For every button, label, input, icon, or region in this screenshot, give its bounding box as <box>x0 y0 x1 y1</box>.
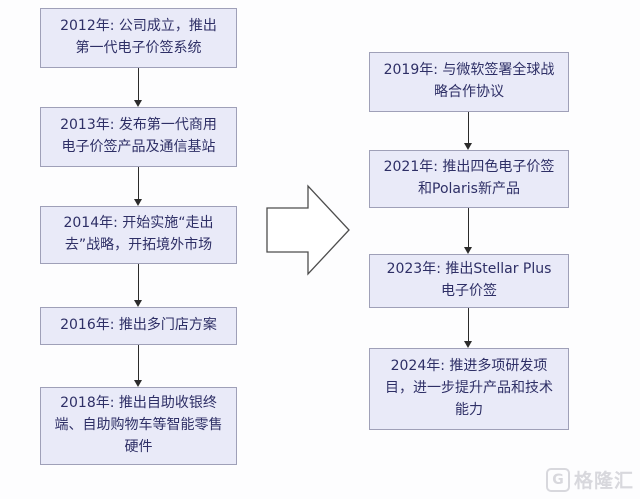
connector-line <box>138 68 139 102</box>
connector-line <box>468 308 469 343</box>
milestone-2012-label: 2012年: 公司成立，推出第一代电子价签系统 <box>60 18 217 56</box>
down-arrowhead-icon <box>134 300 142 307</box>
milestone-box-2016: 2016年: 推出多门店方案 <box>40 307 237 345</box>
milestone-2019-label: 2019年: 与微软签署全球战略合作协议 <box>383 62 555 100</box>
down-arrow-connector-2012-2013 <box>132 68 145 107</box>
milestone-2013-label: 2013年: 发布第一代商用电子价签产品及通信基站 <box>60 117 217 155</box>
milestone-box-2013: 2013年: 发布第一代商用电子价签产品及通信基站 <box>40 107 237 167</box>
milestone-2016-label: 2016年: 推出多门店方案 <box>60 317 217 334</box>
connector-line <box>138 264 139 302</box>
milestone-2014-label: 2014年: 开始实施“走出去”战略，开拓境外市场 <box>63 215 214 253</box>
down-arrow-connector-2014-2016 <box>132 264 145 307</box>
down-arrow-connector-2016-2018 <box>132 345 145 387</box>
milestone-box-2023: 2023年: 推出Stellar Plus电子价签 <box>369 254 569 308</box>
milestone-box-2021: 2021年: 推出四色电子价签和Polaris新产品 <box>369 150 569 208</box>
down-arrow-connector-2021-2023 <box>462 208 475 254</box>
big-right-arrow-icon <box>266 184 350 276</box>
down-arrowhead-icon <box>464 341 472 348</box>
down-arrowhead-icon <box>464 247 472 254</box>
milestone-2018-label: 2018年: 推出自助收银终端、自助购物车等智能零售硬件 <box>54 395 223 455</box>
connector-line <box>468 208 469 249</box>
milestone-box-2014: 2014年: 开始实施“走出去”战略，开拓境外市场 <box>40 206 237 264</box>
down-arrow-connector-2013-2014 <box>132 167 145 206</box>
gelonghui-logo-icon: G <box>545 467 570 492</box>
down-arrowhead-icon <box>134 199 142 206</box>
milestone-box-2019: 2019年: 与微软签署全球战略合作协议 <box>369 52 569 112</box>
down-arrow-connector-2023-2024 <box>462 308 475 348</box>
down-arrowhead-icon <box>464 143 472 150</box>
gelonghui-brand-text: 格隆汇 <box>573 470 634 492</box>
connector-line <box>468 112 469 145</box>
milestone-box-2018: 2018年: 推出自助收银终端、自助购物车等智能零售硬件 <box>40 387 237 465</box>
gelonghui-watermark: G 格隆汇 <box>545 466 634 493</box>
milestone-2023-label: 2023年: 推出Stellar Plus电子价签 <box>386 261 552 299</box>
down-arrow-connector-2019-2021 <box>462 112 475 150</box>
milestone-box-2024: 2024年: 推进多项研发项目，进一步提升产品和技术能力 <box>369 348 569 430</box>
milestone-2021-label: 2021年: 推出四色电子价签和Polaris新产品 <box>383 159 555 197</box>
down-arrowhead-icon <box>134 380 142 387</box>
down-arrowhead-icon <box>134 100 142 107</box>
milestone-2024-label: 2024年: 推进多项研发项目，进一步提升产品和技术能力 <box>385 358 553 418</box>
connector-line <box>138 345 139 382</box>
connector-line <box>138 167 139 201</box>
milestone-box-2012: 2012年: 公司成立，推出第一代电子价签系统 <box>40 8 237 68</box>
